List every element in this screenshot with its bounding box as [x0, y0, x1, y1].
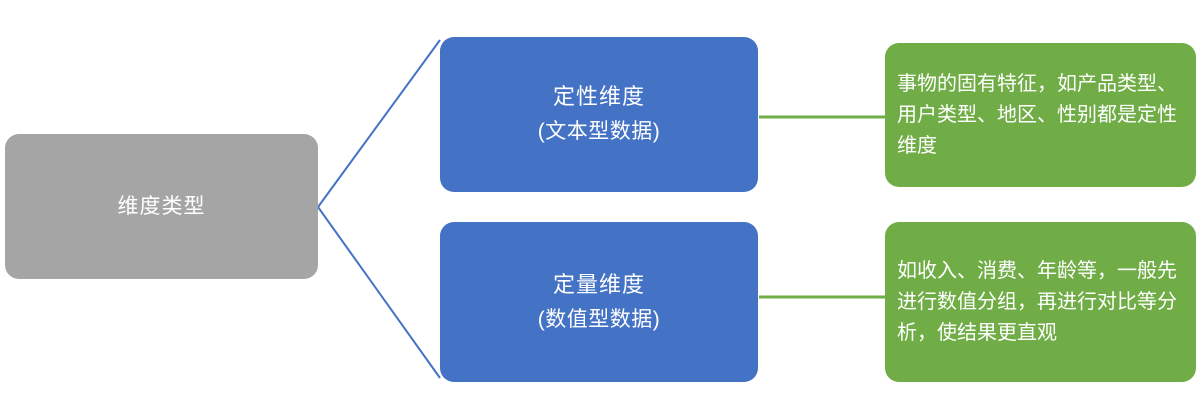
node-note-qualitative[interactable]: 事物的固有特征，如产品类型、用户类型、地区、性别都是定性维度: [885, 43, 1196, 187]
node-branch-1-subtitle: (文本型数据): [537, 120, 661, 144]
connector-root-to-branch-2: [317, 206, 441, 379]
node-note-quantitative[interactable]: 如收入、消费、年龄等，一般先进行数值分组，再进行对比等分析，使结果更直观: [885, 222, 1196, 382]
node-root-label: 维度类型: [117, 194, 206, 218]
node-branch-quantitative[interactable]: 定量维度 (数值型数据): [440, 222, 758, 382]
node-branch-2-subtitle: (数值型数据): [537, 307, 661, 331]
node-branch-2-title: 定量维度: [552, 271, 645, 297]
connector-root-to-branch-1: [317, 39, 441, 208]
node-root-dimension-type[interactable]: 维度类型: [5, 134, 318, 279]
node-note-1-text: 事物的固有特征，如产品类型、用户类型、地区、性别都是定性维度: [897, 72, 1177, 157]
node-note-2-text: 如收入、消费、年龄等，一般先进行数值分组，再进行对比等分析，使结果更直观: [897, 259, 1177, 344]
node-branch-1-title: 定性维度: [552, 84, 645, 110]
node-branch-qualitative[interactable]: 定性维度 (文本型数据): [440, 37, 758, 192]
